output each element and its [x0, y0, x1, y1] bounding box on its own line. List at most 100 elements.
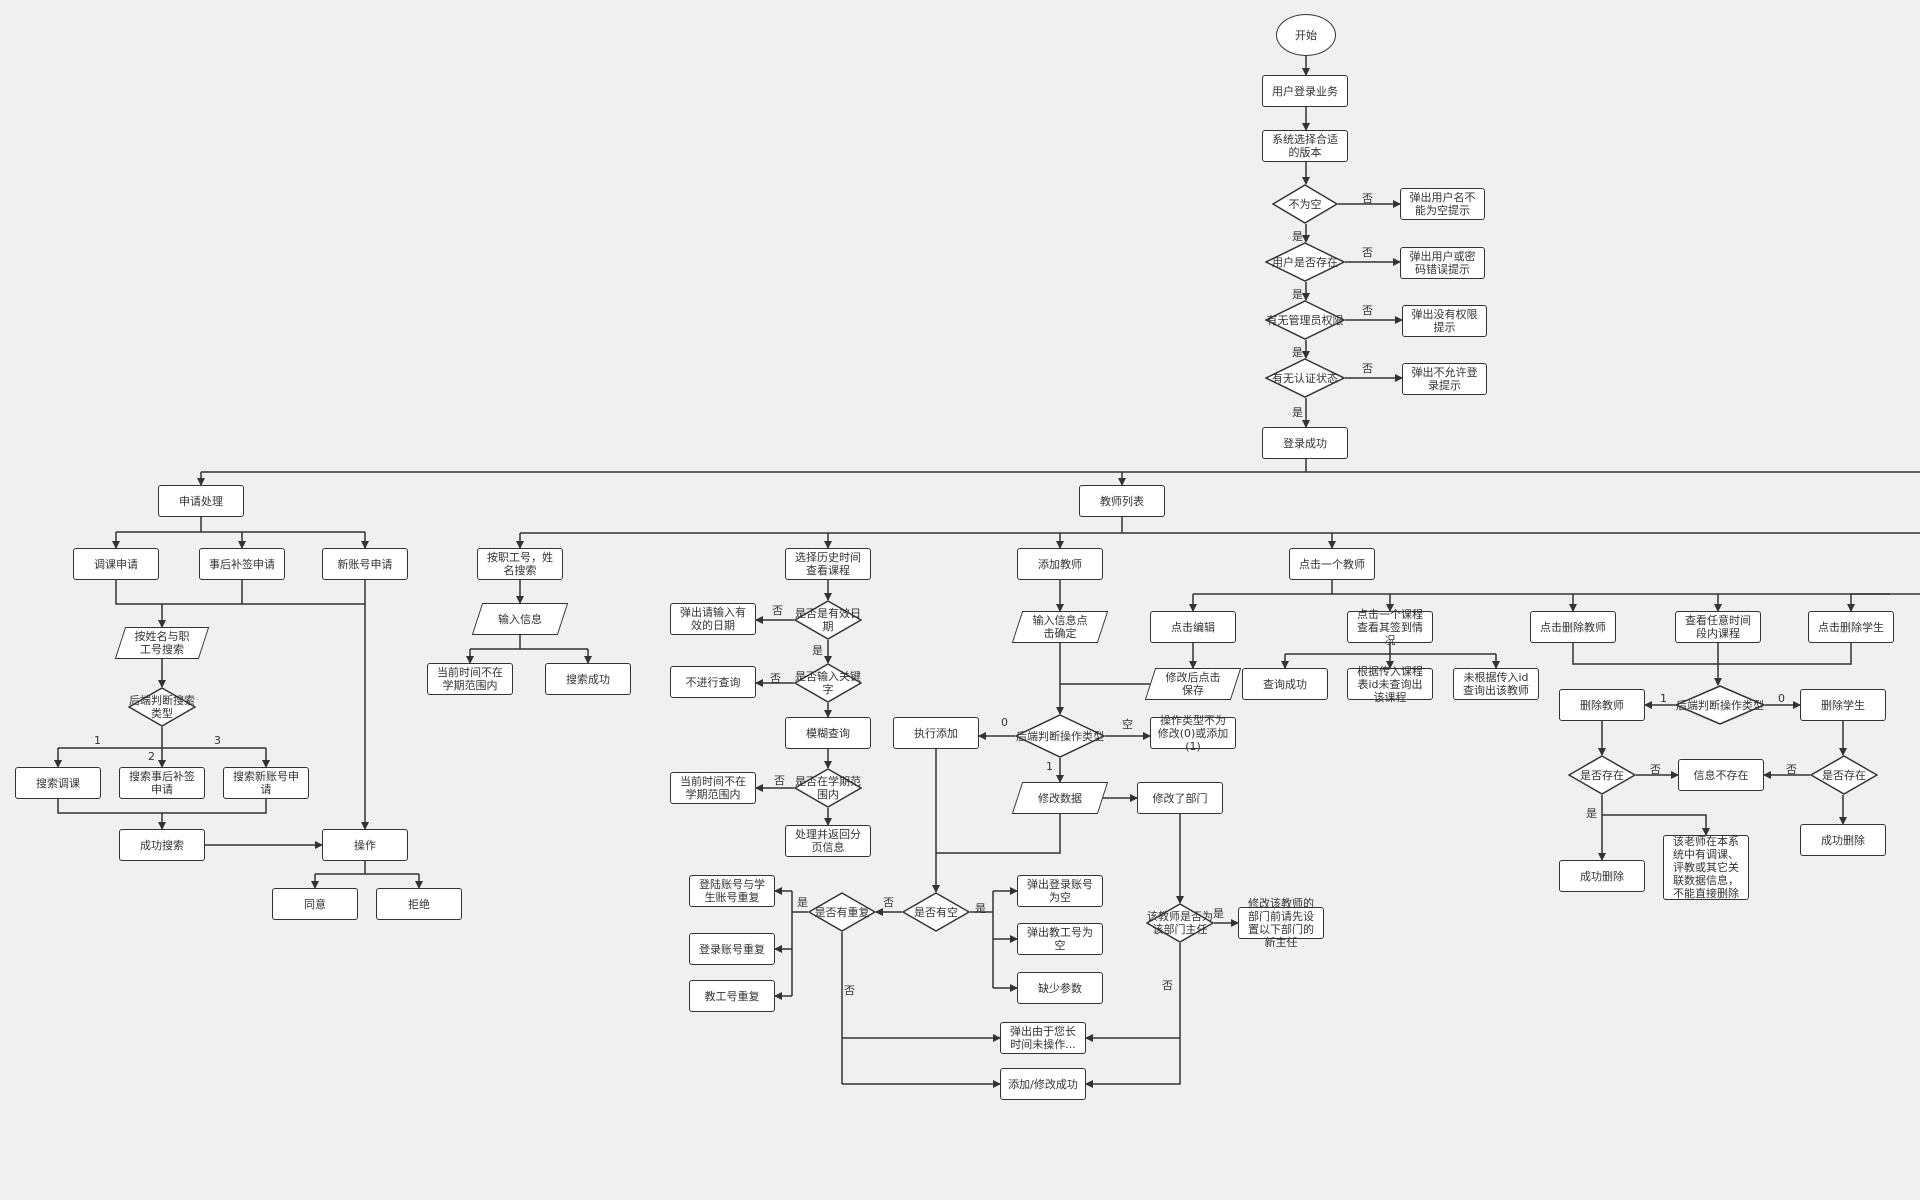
edge-label: 是 [797, 896, 808, 909]
node-later-sign-apply: 事后补签申请 [199, 548, 285, 580]
node-label: 模糊查询 [806, 726, 850, 740]
node-delete-ok-2: 成功删除 [1800, 824, 1886, 856]
edge-label: 否 [774, 774, 785, 787]
edge-label: 否 [1650, 763, 1661, 776]
node-choose-version: 系统选择合适的版本 [1262, 130, 1348, 162]
node-label: 登录账号重复 [699, 942, 765, 956]
node-label: 是否存在 [1822, 768, 1866, 782]
node-exec-add: 执行添加 [893, 717, 979, 749]
node-label: 是否输入关键字 [795, 670, 861, 696]
node-label: 修改了部门 [1152, 791, 1208, 805]
node-label: 该老师在本系统中有调课、评教或其它关联数据信息，不能直接删除 [1673, 835, 1739, 900]
edge-label: 否 [1162, 979, 1173, 992]
node-login-ok: 登录成功 [1262, 427, 1348, 459]
connector-line [1085, 943, 1181, 1088]
node-query-ok: 查询成功 [1242, 668, 1328, 700]
node-label: 后端判断操作类型 [1676, 698, 1764, 712]
node-label: 点击编辑 [1171, 620, 1215, 634]
node-delete-student: 删除学生 [1800, 689, 1886, 721]
node-label: 成功搜索 [140, 838, 184, 852]
edge-label: 否 [772, 604, 783, 617]
node-search-new-account: 搜索新账号申请 [223, 767, 309, 799]
node-user-exists: 用户是否存在 [1265, 242, 1345, 282]
edge-label: 是 [975, 902, 986, 915]
edge-label: 否 [770, 672, 781, 685]
node-info-not-exist: 信息不存在 [1678, 759, 1764, 791]
node-label: 登陆账号与学生账号重复 [699, 878, 765, 904]
node-label: 点击删除教师 [1540, 620, 1606, 634]
node-missing-param: 缺少参数 [1017, 972, 1103, 1004]
node-label: 修改该教师的部门前请先设置以下部门的新主任 [1248, 897, 1314, 949]
node-label: 选择历史时间查看课程 [795, 551, 861, 577]
node-err-staff-empty: 弹出教工号为空 [1017, 923, 1103, 955]
edge-label: 3 [214, 734, 221, 747]
connector-line [57, 799, 267, 814]
node-label: 弹出登录账号为空 [1027, 878, 1093, 904]
edge-label: 1 [1660, 692, 1667, 705]
node-search-by-id-name: 按职工号，姓名搜索 [477, 548, 563, 580]
edge-label: 1 [1046, 760, 1053, 773]
edge-label: 是 [1292, 288, 1303, 301]
node-label: 是否存在 [1580, 768, 1624, 782]
node-backend-op-type-2: 后端判断操作类型 [1675, 685, 1765, 725]
node-label: 按姓名与职工号搜索 [134, 630, 190, 656]
node-label: 用户是否存在 [1272, 255, 1338, 269]
node-new-account-apply: 新账号申请 [322, 548, 408, 580]
node-label: 按职工号，姓名搜索 [487, 551, 553, 577]
node-label: 不进行查询 [685, 675, 741, 689]
node-label: 输入信息点击确定 [1032, 614, 1088, 640]
node-label: 操作 [354, 838, 376, 852]
node-label: 缺少参数 [1038, 981, 1082, 995]
edge-label: 否 [1362, 192, 1373, 205]
node-label: 调课申请 [94, 557, 138, 571]
edge-label: 是 [1292, 406, 1303, 419]
node-label: 查询成功 [1263, 677, 1307, 691]
node-start: 开始 [1276, 14, 1336, 56]
node-apply-handle: 申请处理 [158, 485, 244, 517]
node-label: 修改数据 [1038, 791, 1082, 805]
node-label: 删除教师 [1580, 698, 1624, 712]
edge-label: 空 [1122, 718, 1133, 731]
edge-label: 是 [812, 644, 823, 657]
node-label: 用户登录业务 [1272, 84, 1338, 98]
node-dup-staff-id: 教工号重复 [689, 980, 775, 1012]
node-label: 新账号申请 [337, 557, 393, 571]
node-label: 信息不存在 [1693, 768, 1749, 782]
edge-label: 是 [1586, 807, 1597, 820]
node-label: 搜索新账号申请 [233, 770, 299, 796]
node-no-query: 不进行查询 [670, 666, 756, 698]
node-input-info: 输入信息 [477, 603, 563, 635]
node-login-biz: 用户登录业务 [1262, 75, 1348, 107]
node-label: 是否有重复 [814, 905, 870, 919]
node-label: 教工号重复 [704, 989, 760, 1003]
node-click-delete-student: 点击删除学生 [1808, 611, 1894, 643]
node-has-auth: 有无认证状态 [1265, 358, 1345, 398]
node-click-course: 点击一个课程查看其签到情况 [1347, 608, 1433, 647]
node-err-login-empty: 弹出登录账号为空 [1017, 875, 1103, 907]
node-not-empty: 不为空 [1272, 184, 1338, 224]
node-is-dept-head-q: 该教师是否为该部门主任 [1146, 903, 1214, 943]
node-label: 查看任意时间段内课程 [1685, 614, 1751, 640]
node-delete-teacher: 删除教师 [1559, 689, 1645, 721]
node-click-teacher: 点击一个教师 [1289, 548, 1375, 580]
node-label: 是否在学期范围内 [795, 775, 861, 801]
node-label: 添加/修改成功 [1008, 1077, 1078, 1091]
edge-label: 是 [1292, 230, 1303, 243]
node-in-term-q: 是否在学期范围内 [794, 768, 862, 808]
node-add-modify-ok: 添加/修改成功 [1000, 1068, 1086, 1100]
node-label: 搜索事后补签申请 [129, 770, 195, 796]
node-modify-data: 修改数据 [1017, 782, 1103, 814]
node-label: 登录成功 [1283, 436, 1327, 450]
node-search-adjust: 搜索调课 [15, 767, 101, 799]
edge-label: 是 [1213, 907, 1224, 920]
node-has-empty-q: 是否有空 [902, 892, 970, 932]
node-has-admin: 有无管理员权限 [1265, 300, 1345, 340]
node-course-not-found: 根据传入课程表id未查询出该课程 [1347, 665, 1433, 704]
node-click-edit: 点击编辑 [1150, 611, 1236, 643]
node-label: 搜索调课 [36, 776, 80, 790]
node-label: 弹出没有权限提示 [1411, 308, 1478, 334]
edge-label: 0 [1001, 716, 1008, 729]
node-label: 弹出不允许登录提示 [1411, 366, 1478, 392]
node-backend-search-type: 后端判断搜索类型 [128, 687, 196, 727]
